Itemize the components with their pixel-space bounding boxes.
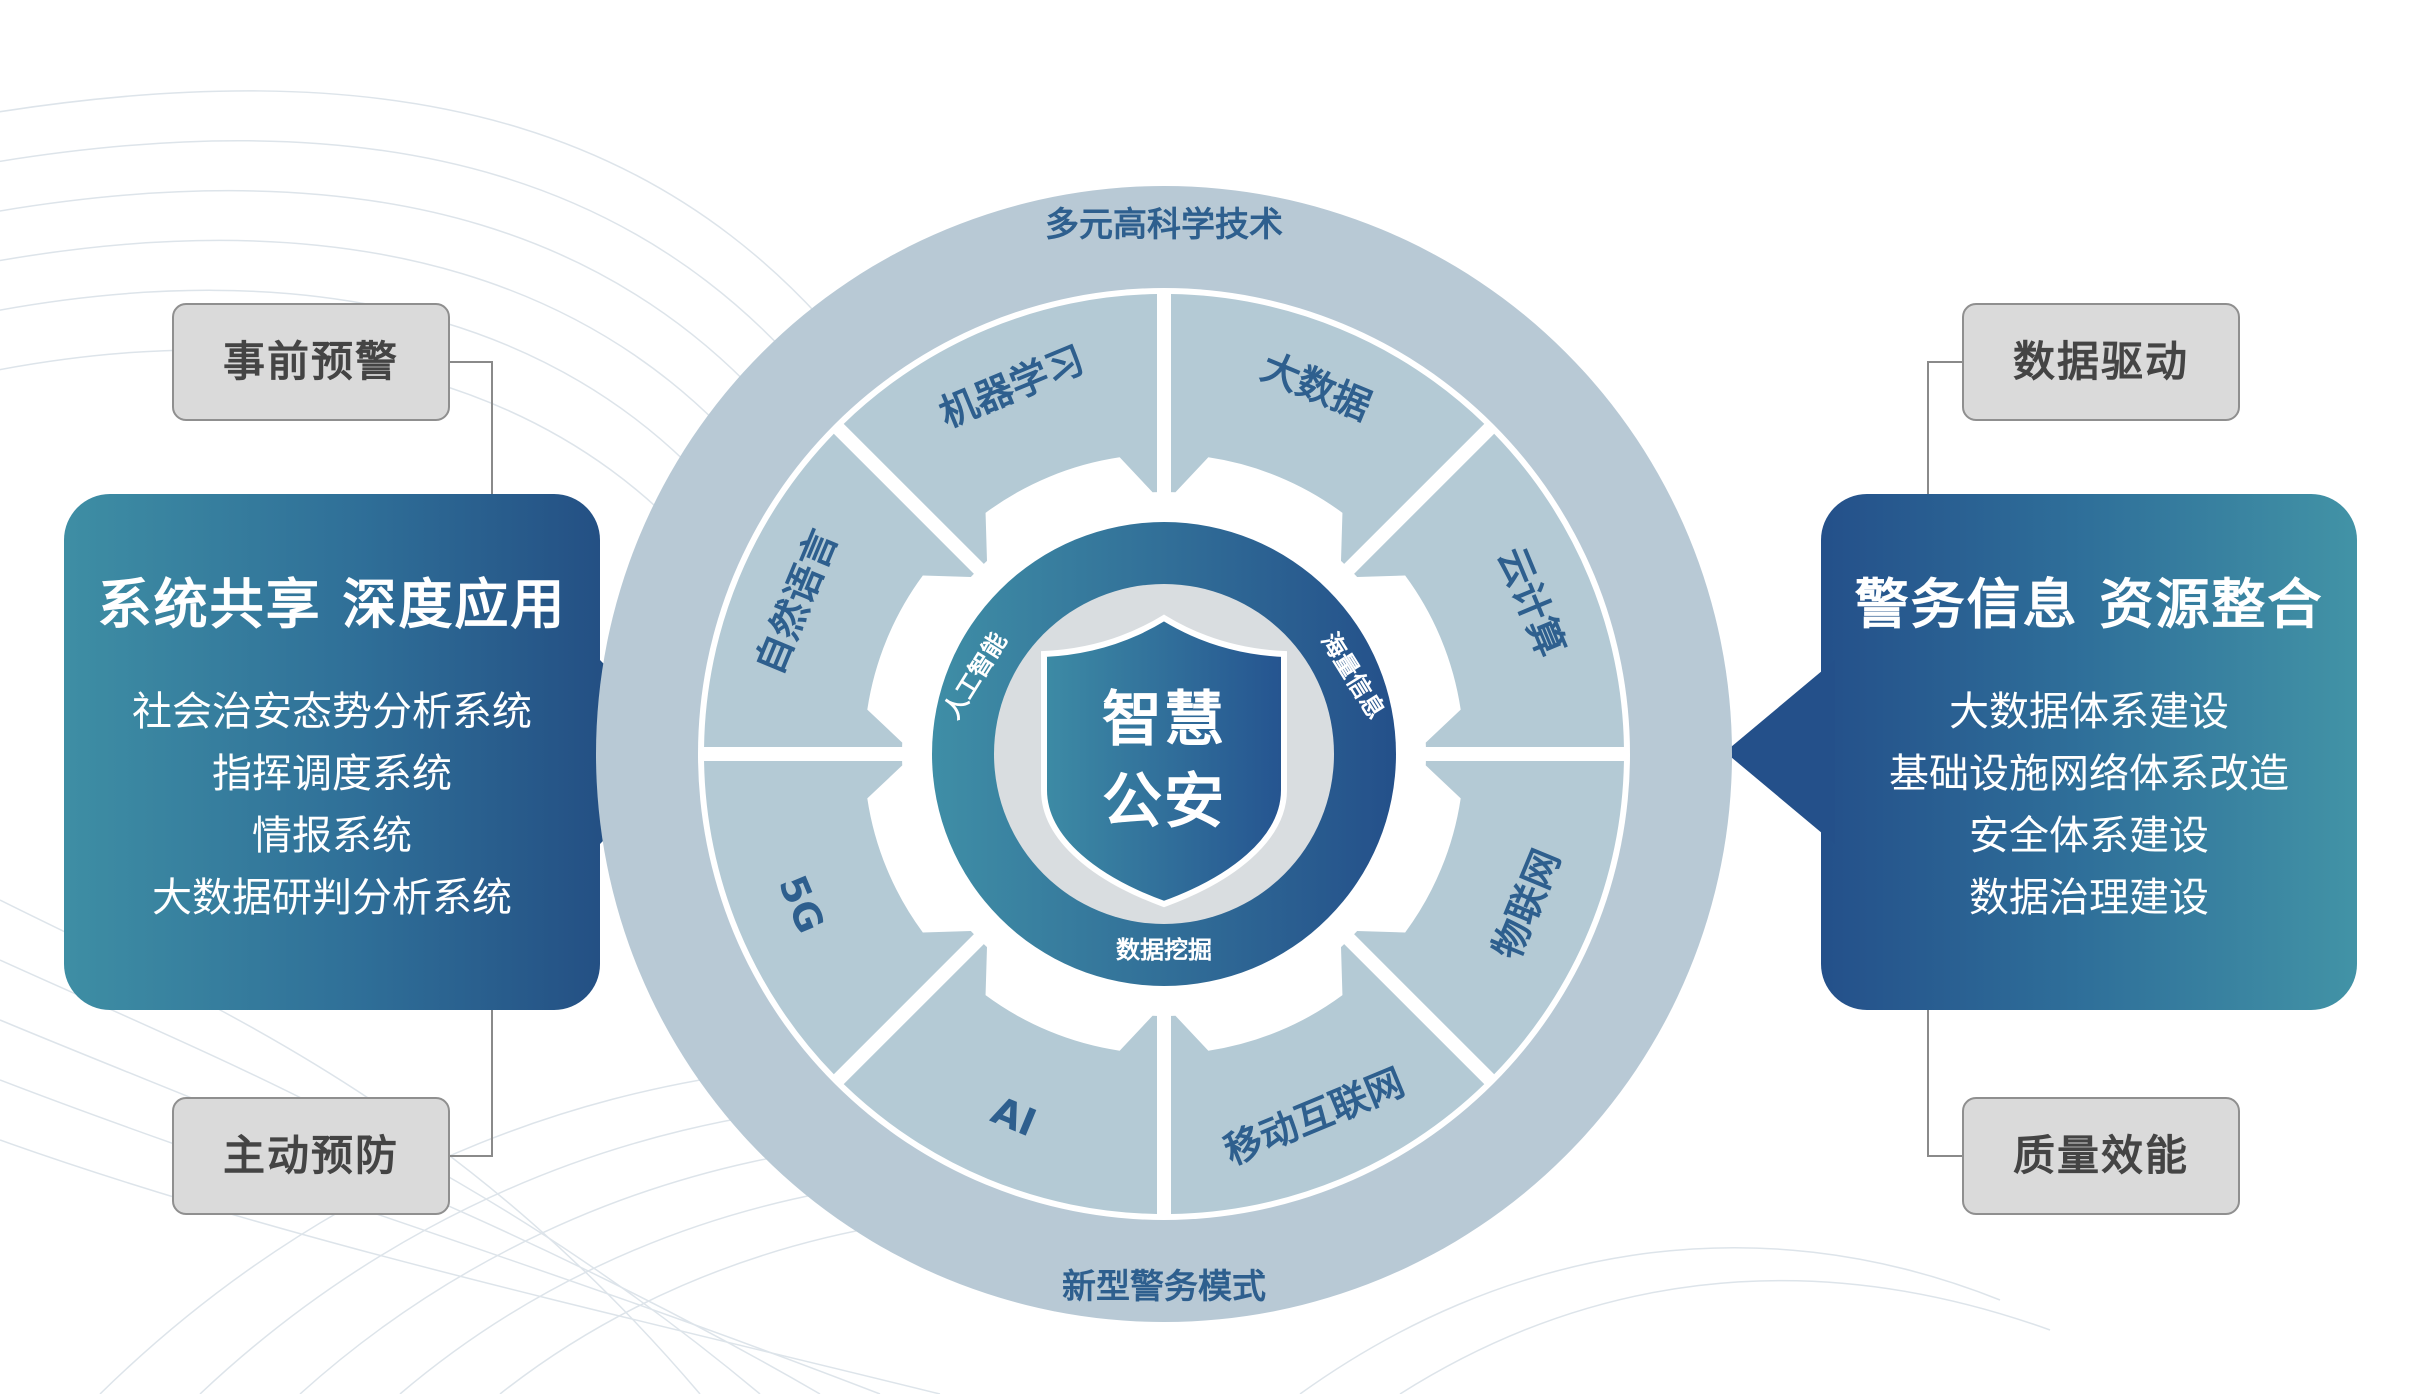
outer-ring-top-label: 多元高科学技术 <box>1045 205 1283 245</box>
right-panel-item: 大数据体系建设 <box>1949 689 2229 735</box>
right-panel-pointer <box>1725 660 1835 844</box>
tag-quality-efficiency: 质量效能 <box>1962 1097 2240 1215</box>
right-panel-item: 基础设施网络体系改造 <box>1889 751 2289 797</box>
center-label-line2: 公安 <box>1102 767 1226 837</box>
tag-early-warning: 事前预警 <box>172 303 450 421</box>
left-panel-item: 大数据研判分析系统 <box>152 875 512 921</box>
connector-right-bottom <box>1927 1010 1962 1157</box>
tag-data-driven: 数据驱动 <box>1962 303 2240 421</box>
right-panel-title: 警务信息 资源整合 <box>1854 573 2324 636</box>
left-panel-item: 情报系统 <box>252 813 412 859</box>
left-panel-title: 系统共享 深度应用 <box>97 573 567 636</box>
outer-ring-bottom-label: 新型警务模式 <box>1062 1267 1266 1307</box>
hub-label-bottom: 数据挖掘 <box>1116 936 1212 964</box>
connector-left-bottom <box>450 1010 493 1157</box>
shield-icon <box>1041 614 1287 908</box>
right-panel-item: 数据治理建设 <box>1969 875 2209 921</box>
left-panel: 系统共享 深度应用 社会治安态势分析系统 指挥调度系统 情报系统 大数据研判分析… <box>64 494 600 1010</box>
right-panel-item: 安全体系建设 <box>1969 813 2209 859</box>
connector-left-top <box>450 361 493 494</box>
right-panel: 警务信息 资源整合 大数据体系建设 基础设施网络体系改造 安全体系建设 数据治理… <box>1821 494 2357 1010</box>
tag-active-prevention: 主动预防 <box>172 1097 450 1215</box>
left-panel-item: 社会治安态势分析系统 <box>132 689 532 735</box>
connector-right-top <box>1927 361 1962 494</box>
center-label-line1: 智慧 <box>1102 685 1226 755</box>
left-panel-item: 指挥调度系统 <box>212 751 452 797</box>
